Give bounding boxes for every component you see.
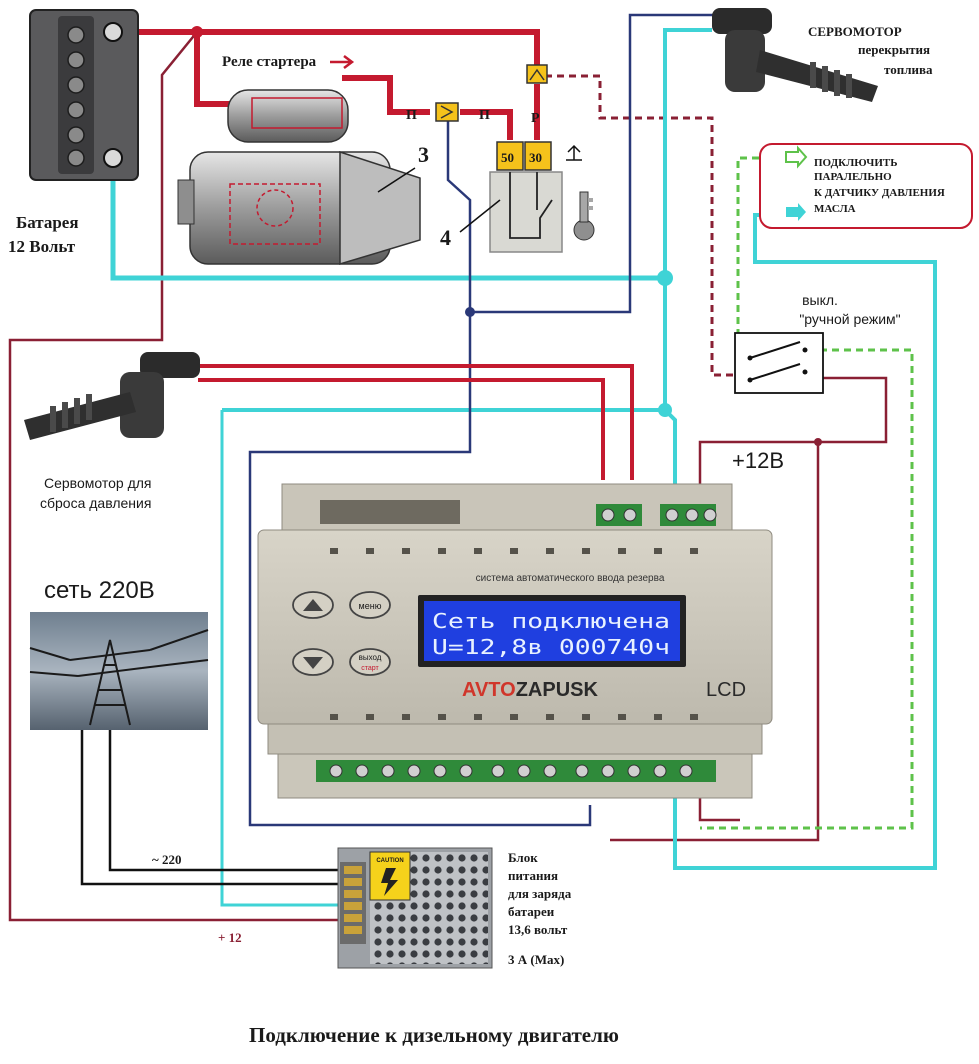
battery-label-1: Батарея bbox=[16, 213, 79, 232]
lightning-icon bbox=[381, 868, 398, 896]
wire-dashed-fuse-switch bbox=[545, 74, 735, 377]
arrow-up-icon bbox=[303, 599, 323, 611]
oil-label-4: МАСЛА bbox=[814, 203, 856, 215]
psu-label-3: для заряда bbox=[508, 886, 572, 901]
oil-label-2: ПАРАЛЕЛЬНО bbox=[814, 171, 892, 183]
wire-navy-relay-device bbox=[446, 13, 715, 314]
pin-50-label: 50 bbox=[501, 150, 514, 165]
diagram-caption: Подключение к дизельному двигателю bbox=[249, 1023, 619, 1047]
brand-lcd: LCD bbox=[706, 679, 746, 701]
pointer-4 bbox=[459, 199, 501, 233]
junctions bbox=[191, 26, 822, 446]
starter-motor-icon bbox=[177, 89, 421, 266]
oil-label-1: ПОДКЛЮЧИТЬ bbox=[814, 157, 898, 169]
down-button[interactable] bbox=[292, 648, 334, 676]
battery-minus-terminal bbox=[103, 148, 123, 168]
psu-label-5: 13,6 вольт bbox=[508, 922, 568, 937]
psu-label-1: Блок bbox=[508, 850, 538, 865]
battery-icon bbox=[29, 9, 139, 181]
psu-caution: CAUTION bbox=[376, 858, 403, 864]
wire-darkred-plus12 bbox=[8, 31, 340, 922]
power-line-icon bbox=[29, 612, 209, 730]
exit-start-button[interactable]: выход старт bbox=[349, 648, 391, 676]
starter-relay-label: Реле стартера bbox=[222, 54, 317, 70]
wire-red-battery-top bbox=[125, 29, 540, 68]
plus12-label: + 12 bbox=[218, 930, 242, 945]
switch-label-2: "ручной режим" bbox=[799, 311, 900, 327]
brand-zapusk: ZAPUSK bbox=[516, 679, 599, 701]
brand-avto: AVTO bbox=[462, 679, 516, 701]
battery-label-2: 12 Вольт bbox=[8, 237, 76, 256]
psu-label-4: батареи bbox=[508, 904, 555, 919]
wire-cyan-device-left bbox=[220, 410, 345, 907]
menu-button[interactable]: меню bbox=[349, 591, 391, 619]
junction-cyan bbox=[657, 270, 673, 286]
ground-symbol-icon bbox=[566, 144, 582, 161]
arrow-down-icon bbox=[303, 657, 323, 669]
arrow-cyan-icon bbox=[786, 203, 806, 221]
servo-pressure-label-2: сброса давления bbox=[40, 495, 151, 511]
pin-r-label: Р bbox=[531, 111, 540, 126]
arrow-green-icon bbox=[785, 145, 808, 169]
servo-pressure-label-1: Сервомотор для bbox=[44, 475, 152, 491]
servo-motor-icon bbox=[712, 8, 878, 102]
psu-label-2: питания bbox=[508, 868, 558, 883]
servo-fuel-label-3: топлива bbox=[884, 62, 933, 77]
bottom-terminals bbox=[316, 760, 716, 782]
relay-icon bbox=[489, 141, 563, 253]
wire-black-mains-2 bbox=[108, 728, 340, 872]
battery-plus-terminal bbox=[103, 22, 123, 42]
start-button-label: старт bbox=[361, 665, 379, 672]
pointer-3 bbox=[377, 167, 416, 193]
wire-red-relay-50 bbox=[460, 109, 513, 140]
servo-fuel-label-1: СЕРВОМОТОР bbox=[808, 24, 902, 39]
plus12v-label: +12В bbox=[732, 448, 784, 473]
junction-cyan-2 bbox=[658, 403, 672, 417]
psu-label-6: 3 А (Max) bbox=[508, 952, 564, 967]
wire-navy-device-loop bbox=[248, 312, 592, 827]
servo-motor-icon bbox=[24, 352, 200, 440]
lcd-screen bbox=[424, 601, 680, 661]
controller-device: система автоматического ввода резерва ме… bbox=[257, 483, 773, 799]
top-terminals bbox=[320, 500, 717, 526]
brand-logo: AVTOZAPUSK bbox=[462, 679, 599, 701]
menu-button-label: меню bbox=[359, 601, 382, 611]
power-supply-icon: CAUTION bbox=[337, 847, 493, 969]
oil-sensor-box bbox=[759, 143, 973, 229]
relay-arrow bbox=[330, 55, 355, 69]
wire-darkred-plus12v-drop bbox=[610, 442, 820, 842]
fuse-icon bbox=[435, 64, 548, 122]
pin-p1-label: П bbox=[406, 108, 417, 123]
wire-red-solenoid-relay bbox=[342, 75, 430, 115]
oil-label-3: К ДАТЧИКУ ДАВЛЕНИЯ bbox=[814, 187, 945, 199]
mains-label: сеть 220В bbox=[44, 577, 155, 604]
wire-cyan-ground-up bbox=[663, 28, 712, 278]
lcd-line-2: U=12,8в 000740ч bbox=[432, 635, 670, 659]
junction-darkred bbox=[814, 438, 822, 446]
device-subtitle: система автоматического ввода резерва bbox=[476, 573, 665, 584]
wire-red-servo-1 bbox=[198, 364, 634, 480]
wire-darkred-switch-plus12v bbox=[698, 376, 888, 822]
junction-navy bbox=[465, 307, 475, 317]
wire-cyan-battery-ground bbox=[110, 158, 665, 281]
wire-red-servo-2 bbox=[198, 378, 605, 480]
servo-fuel-label-2: перекрытия bbox=[858, 42, 930, 57]
wire-black-mains-1 bbox=[80, 728, 340, 886]
pin-30-label: 30 bbox=[529, 150, 542, 165]
label-3: 3 bbox=[418, 142, 429, 167]
label-4: 4 bbox=[440, 225, 451, 250]
switch-label-1: выкл. bbox=[802, 292, 838, 308]
ac220-label: ~ 220 bbox=[152, 852, 182, 867]
exit-button-label: выход bbox=[359, 653, 382, 662]
junction-red bbox=[191, 26, 203, 38]
key-icon bbox=[573, 191, 595, 241]
pin-p2-label: П bbox=[479, 108, 490, 123]
switch-icon bbox=[734, 332, 824, 394]
lcd-line-1: Сеть подключена bbox=[432, 609, 670, 633]
wire-green-oil-2 bbox=[700, 348, 914, 830]
up-button[interactable] bbox=[292, 591, 334, 619]
